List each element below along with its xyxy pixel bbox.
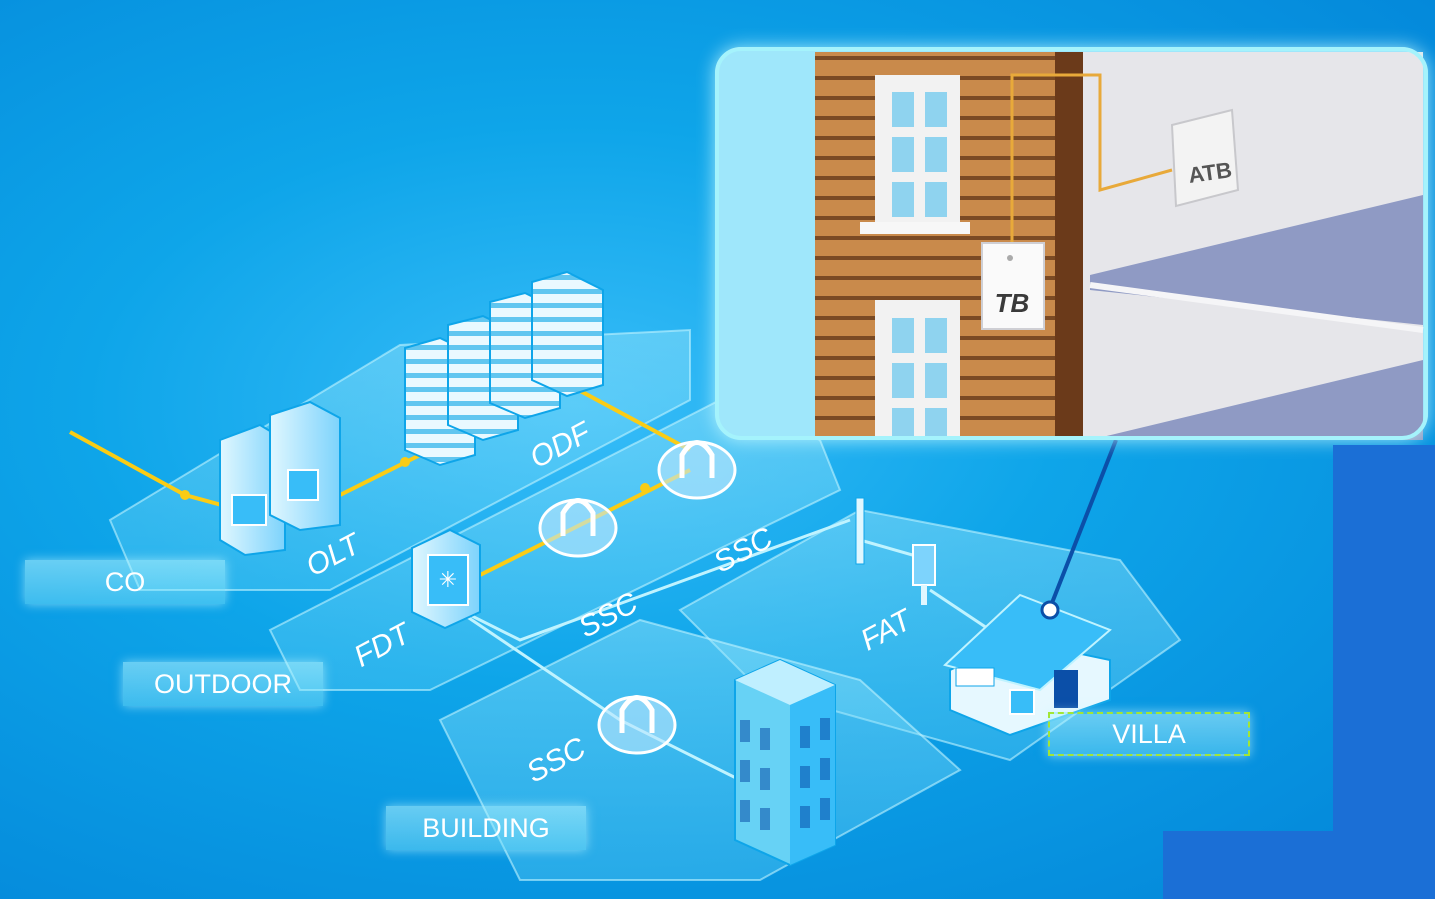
ssc-closure-building — [597, 695, 677, 755]
atb-label: ATB — [1187, 157, 1234, 188]
odf-rack — [531, 270, 604, 398]
interior-floor — [1090, 195, 1423, 325]
fiber-node — [180, 490, 190, 500]
fiber-node — [640, 483, 650, 493]
ssc-closures — [538, 440, 737, 755]
fdt-ssc-cyan — [459, 518, 851, 642]
fdt-icon — [427, 554, 469, 606]
inset-connector-dot — [1040, 600, 1060, 620]
deco-panel-right — [1333, 445, 1435, 857]
svg-text:✳: ✳ — [439, 568, 457, 593]
drop-cable — [1010, 73, 1173, 248]
apartment-building — [734, 658, 836, 867]
fat-box — [912, 544, 936, 586]
olt-port-icon — [287, 469, 319, 501]
window-lower — [875, 300, 960, 440]
inset-panel: TB ATB — [715, 47, 1428, 440]
villa-house — [942, 593, 1112, 737]
fat-villa-cyan — [929, 588, 991, 632]
fdt-cabinet: ✳ — [411, 528, 481, 630]
atb-box: ATB — [1170, 108, 1240, 208]
olt-rack — [269, 400, 341, 532]
co-label: CO — [25, 560, 225, 604]
window-upper — [860, 75, 970, 234]
wall-edge — [1055, 52, 1083, 440]
inset-connector-line — [1048, 439, 1118, 609]
villa-door — [1054, 670, 1078, 708]
outdoor-label: OUTDOOR — [123, 662, 323, 706]
villa-label: VILLA — [1048, 712, 1250, 756]
villa-window — [1009, 689, 1035, 715]
tb-box: TB — [981, 242, 1045, 330]
tb-label: TB — [995, 288, 1030, 318]
odf-equipment — [404, 270, 604, 467]
fiber-node — [400, 457, 410, 467]
deco-panel-bottom — [1163, 831, 1435, 899]
utility-pole — [855, 497, 865, 565]
olt-port-icon — [231, 494, 267, 526]
building-label: BUILDING — [386, 806, 586, 850]
ssc-closure-top — [657, 440, 737, 500]
fat-equipment — [855, 497, 936, 605]
interior-floor-lower — [1090, 360, 1423, 440]
olt-equipment — [219, 400, 341, 557]
ssc-closure-middle — [538, 498, 618, 558]
